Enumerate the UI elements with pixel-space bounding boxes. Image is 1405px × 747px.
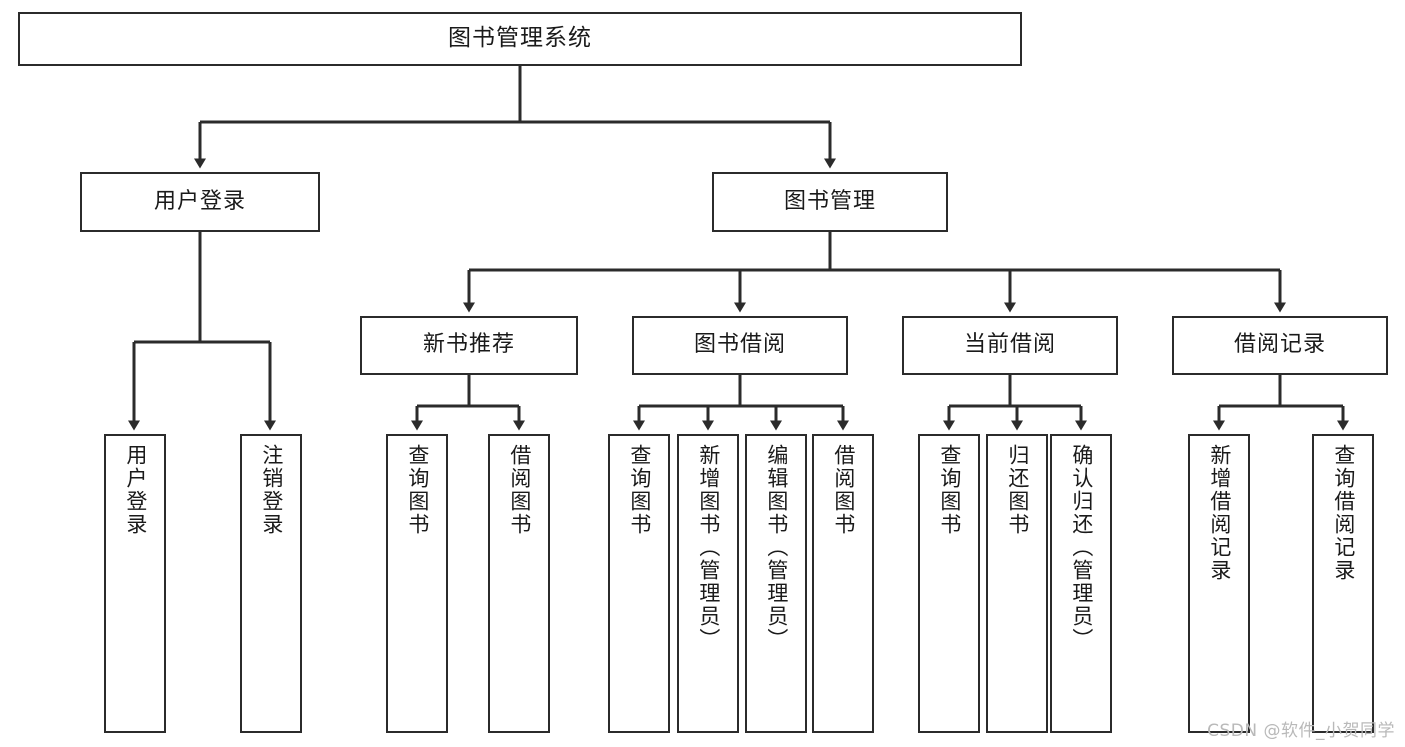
leaf-node[interactable]: 新增借阅记录 — [1188, 434, 1250, 733]
node-new-book-recommend[interactable]: 新书推荐 — [360, 316, 578, 375]
leaf-label: 确认归还（管理员） — [1069, 444, 1094, 651]
node-new-book-recommend-label: 新书推荐 — [422, 332, 515, 358]
node-current-borrow[interactable]: 当前借阅 — [902, 316, 1118, 375]
node-user-login[interactable]: 用户登录 — [80, 172, 320, 232]
leaf-label: 查询图书 — [405, 444, 430, 536]
leaf-label: 查询借阅记录 — [1331, 444, 1356, 582]
node-root[interactable]: 图书管理系统 — [18, 12, 1022, 66]
leaf-label: 用户登录 — [123, 444, 148, 536]
node-current-borrow-label: 当前借阅 — [963, 332, 1056, 358]
leaf-node[interactable]: 用户登录 — [104, 434, 166, 733]
leaf-label: 新增图书（管理员） — [696, 444, 721, 651]
leaf-node[interactable]: 注销登录 — [240, 434, 302, 733]
leaf-node[interactable]: 查询图书 — [918, 434, 980, 733]
node-book-borrow-label: 图书借阅 — [693, 332, 786, 358]
node-book-borrow[interactable]: 图书借阅 — [632, 316, 848, 375]
watermark-text: CSDN @软件_小贺同学 — [1207, 721, 1395, 741]
leaf-label: 查询图书 — [937, 444, 962, 536]
node-borrow-record-label: 借阅记录 — [1233, 332, 1326, 358]
leaf-node[interactable]: 查询图书 — [608, 434, 670, 733]
leaf-label: 注销登录 — [259, 444, 284, 536]
leaf-node[interactable]: 归还图书 — [986, 434, 1048, 733]
leaf-node[interactable]: 确认归还（管理员） — [1050, 434, 1112, 733]
leaf-label: 借阅图书 — [831, 444, 856, 536]
leaf-label: 新增借阅记录 — [1207, 444, 1232, 582]
leaf-node[interactable]: 借阅图书 — [488, 434, 550, 733]
leaf-node[interactable]: 新增图书（管理员） — [677, 434, 739, 733]
leaf-label: 借阅图书 — [507, 444, 532, 536]
leaf-label: 归还图书 — [1005, 444, 1030, 536]
leaf-node[interactable]: 编辑图书（管理员） — [745, 434, 807, 733]
node-user-login-label: 用户登录 — [153, 188, 246, 214]
leaf-node[interactable]: 借阅图书 — [812, 434, 874, 733]
leaf-node[interactable]: 查询借阅记录 — [1312, 434, 1374, 733]
node-root-label: 图书管理系统 — [448, 25, 592, 52]
node-book-management[interactable]: 图书管理 — [712, 172, 948, 232]
leaf-label: 编辑图书（管理员） — [764, 444, 789, 651]
leaf-label: 查询图书 — [627, 444, 652, 536]
node-book-management-label: 图书管理 — [783, 188, 876, 214]
node-borrow-record[interactable]: 借阅记录 — [1172, 316, 1388, 375]
leaf-node[interactable]: 查询图书 — [386, 434, 448, 733]
